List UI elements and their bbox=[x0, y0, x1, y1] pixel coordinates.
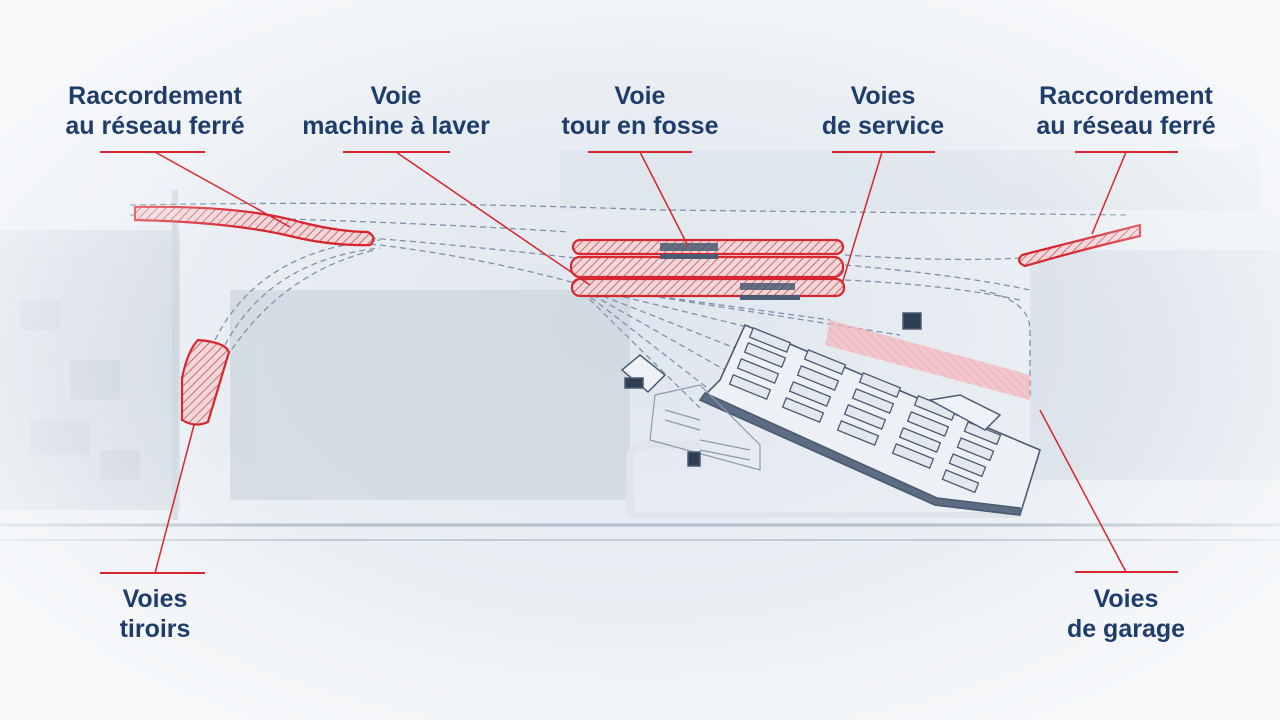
leader-lines bbox=[100, 151, 1178, 574]
label-voie-machine: Voie machine à laver bbox=[276, 81, 516, 141]
label-voies-tiroirs-line2: tiroirs bbox=[119, 615, 191, 643]
label-voies-service-line1: Voies bbox=[850, 82, 916, 110]
label-raccordement-left-line1: Raccordement bbox=[68, 82, 242, 110]
label-voie-tour-line1: Voie bbox=[614, 82, 666, 110]
label-voie-tour-line2: tour en fosse bbox=[561, 112, 719, 140]
label-voies-garage-line1: Voies bbox=[1093, 585, 1159, 613]
label-voie-machine-line1: Voie bbox=[370, 82, 422, 110]
label-voie-machine-line2: machine à laver bbox=[302, 112, 490, 140]
label-raccordement-left: Raccordement au réseau ferré bbox=[35, 81, 275, 141]
label-voies-garage: Voies de garage bbox=[1006, 584, 1246, 644]
label-voies-tiroirs-line1: Voies bbox=[122, 585, 188, 613]
label-raccordement-right-line2: au réseau ferré bbox=[1036, 112, 1216, 140]
label-voies-garage-line2: de garage bbox=[1066, 615, 1186, 643]
label-voies-tiroirs: Voies tiroirs bbox=[35, 584, 275, 644]
label-raccordement-right-line1: Raccordement bbox=[1039, 82, 1213, 110]
label-voies-service: Voies de service bbox=[763, 81, 1003, 141]
label-voie-tour: Voie tour en fosse bbox=[520, 81, 760, 141]
label-voies-service-line2: de service bbox=[821, 112, 945, 140]
label-raccordement-left-line2: au réseau ferré bbox=[65, 112, 245, 140]
label-raccordement-right: Raccordement au réseau ferré bbox=[1006, 81, 1246, 141]
